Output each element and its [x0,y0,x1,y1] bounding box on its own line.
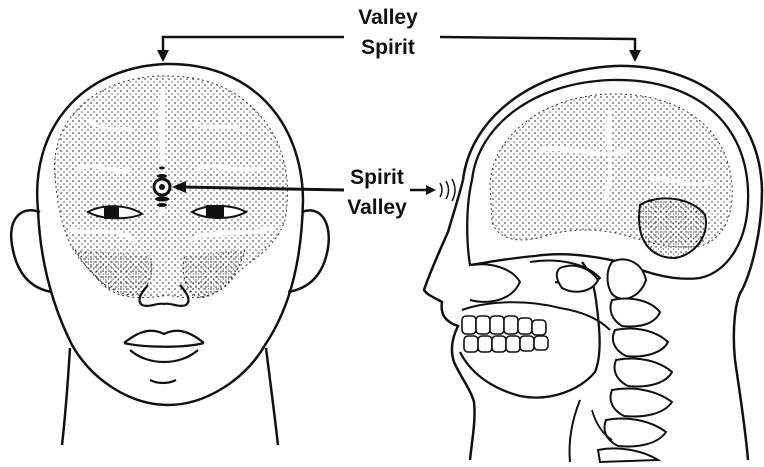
teeth [462,316,548,352]
arrow-right-icon [426,185,436,195]
front-head-illustration [11,64,329,445]
arrow-down-left-icon [157,50,169,62]
pointer-arrow-right [410,179,455,201]
arrow-down-right-icon [629,50,641,62]
middle-label-line1: Spirit [350,166,404,189]
middle-label-line2: Valley [347,196,407,219]
side-skull-illustration [424,66,762,462]
top-label-line1: Valley [358,6,418,29]
top-label: Valley Spirit [358,6,418,59]
top-label-line2: Spirit [361,36,415,59]
middle-label: Spirit Valley [347,166,407,219]
